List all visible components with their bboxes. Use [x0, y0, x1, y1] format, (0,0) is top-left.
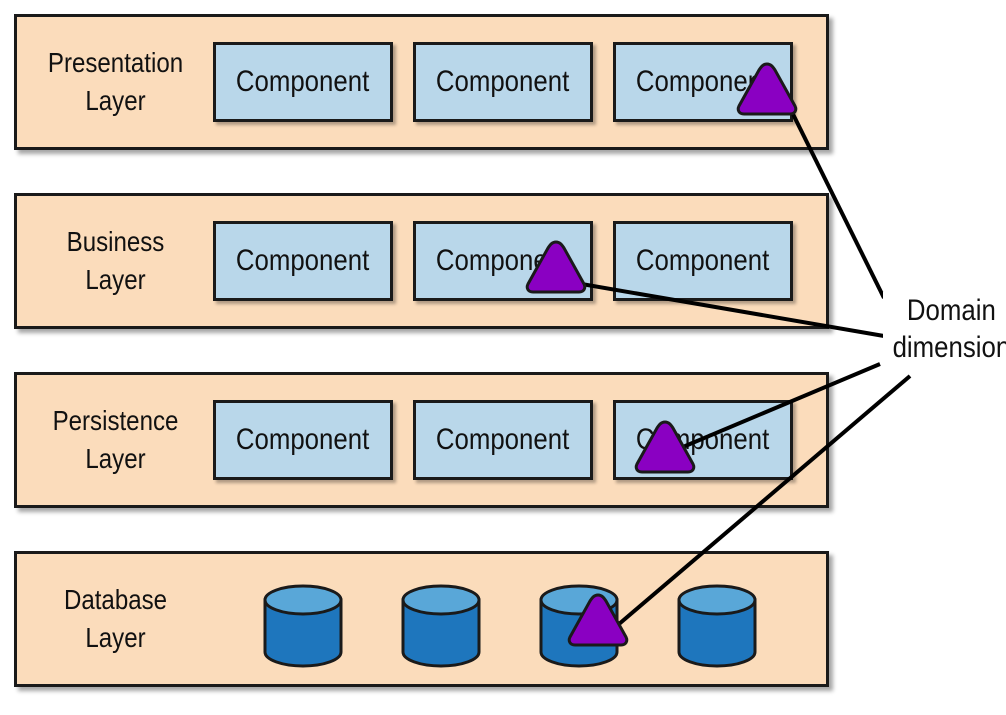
- presentation-layer-label: Presentation Layer: [47, 47, 184, 116]
- connector-line-business: [569, 280, 885, 338]
- presentation-layer: Presentation Layer Component Component C…: [14, 14, 829, 150]
- component-label: Component: [636, 244, 770, 277]
- presentation-component-1: Component: [213, 42, 393, 122]
- component-label: Component: [236, 244, 370, 277]
- business-layer: Business Layer Component Component Compo…: [14, 193, 829, 329]
- component-label: Component: [236, 65, 370, 98]
- persistence-component-1: Component: [213, 400, 393, 480]
- connector-line-database: [610, 374, 912, 632]
- component-label: Component: [436, 423, 570, 456]
- triangle-icon: [634, 420, 696, 474]
- connector-line-persistence: [670, 362, 881, 454]
- component-label: Component: [436, 65, 570, 98]
- callout-label: Domain dimension: [892, 294, 1006, 364]
- business-layer-label: Business Layer: [66, 226, 165, 295]
- database-layer-label: Database Layer: [63, 584, 168, 653]
- database-cylinder-icon: [677, 584, 757, 668]
- persistence-component-2: Component: [413, 400, 593, 480]
- triangle-icon: [525, 240, 587, 294]
- database-cylinder-icon: [263, 584, 343, 668]
- business-component-3: Component: [613, 221, 793, 301]
- triangle-icon: [736, 62, 798, 116]
- persistence-layer-label: Persistence Layer: [52, 405, 179, 474]
- database-cylinder-icon: [401, 584, 481, 668]
- business-component-1: Component: [213, 221, 393, 301]
- connector-line-presentation: [785, 101, 886, 299]
- domain-dimension-callout: Domain dimension: [883, 292, 1006, 366]
- presentation-component-2: Component: [413, 42, 593, 122]
- component-label: Component: [236, 423, 370, 456]
